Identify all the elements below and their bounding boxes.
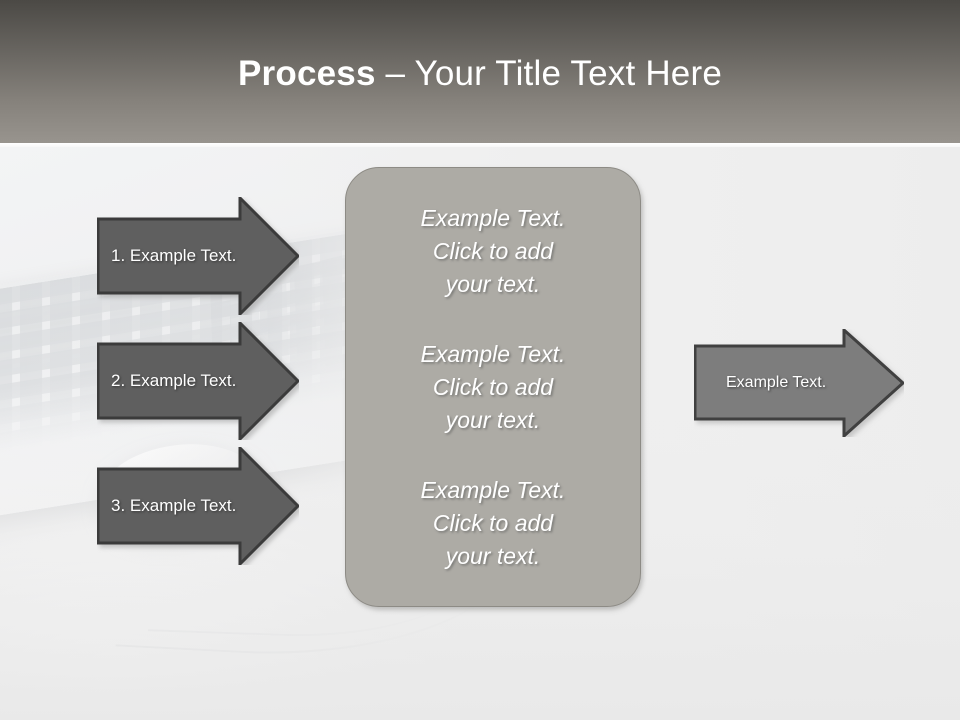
step-arrow-2-label: 2. Example Text. [111,371,237,390]
page-title-bold: Process [238,54,376,93]
panel-block-3-line-1: Example Text. [420,476,566,503]
title-band-divider [0,143,960,147]
right-arrow-icon [97,322,299,440]
page-title-rest: – Your Title Text Here [375,54,722,93]
panel-block-1-line-1: Example Text. [420,204,566,231]
panel-block-1-line-2: Click to add [432,237,554,264]
panel-text-block-3: Example Text. Click to add your text. [346,474,640,573]
panel-block-2-line-2: Click to add [432,373,554,400]
panel-block-3-line-3: your text. [445,542,541,569]
panel-block-2-line-1: Example Text. [420,340,566,367]
center-text-panel[interactable]: Example Text. Click to add your text. Ex… [345,167,641,607]
panel-text-block-2: Example Text. Click to add your text. [346,338,640,437]
right-arrow-icon [97,447,299,565]
result-arrow-label: Example Text. [726,374,827,391]
right-arrow-icon [97,197,299,315]
panel-block-2-line-3: your text. [445,406,541,433]
step-arrow-3-label: 3. Example Text. [111,496,237,515]
result-arrow[interactable]: Example Text. [694,329,904,437]
panel-text-block-1: Example Text. Click to add your text. [346,202,640,301]
right-arrow-icon [694,329,904,437]
step-arrow-2[interactable]: 2. Example Text. [97,322,299,440]
page-title: Process – Your Title Text Here [0,52,960,96]
panel-block-3-line-2: Click to add [432,509,554,536]
step-arrow-3[interactable]: 3. Example Text. [97,447,299,565]
step-arrow-1-label: 1. Example Text. [111,246,237,265]
title-band [0,0,960,143]
panel-block-1-line-3: your text. [445,270,541,297]
step-arrow-1[interactable]: 1. Example Text. [97,197,299,315]
